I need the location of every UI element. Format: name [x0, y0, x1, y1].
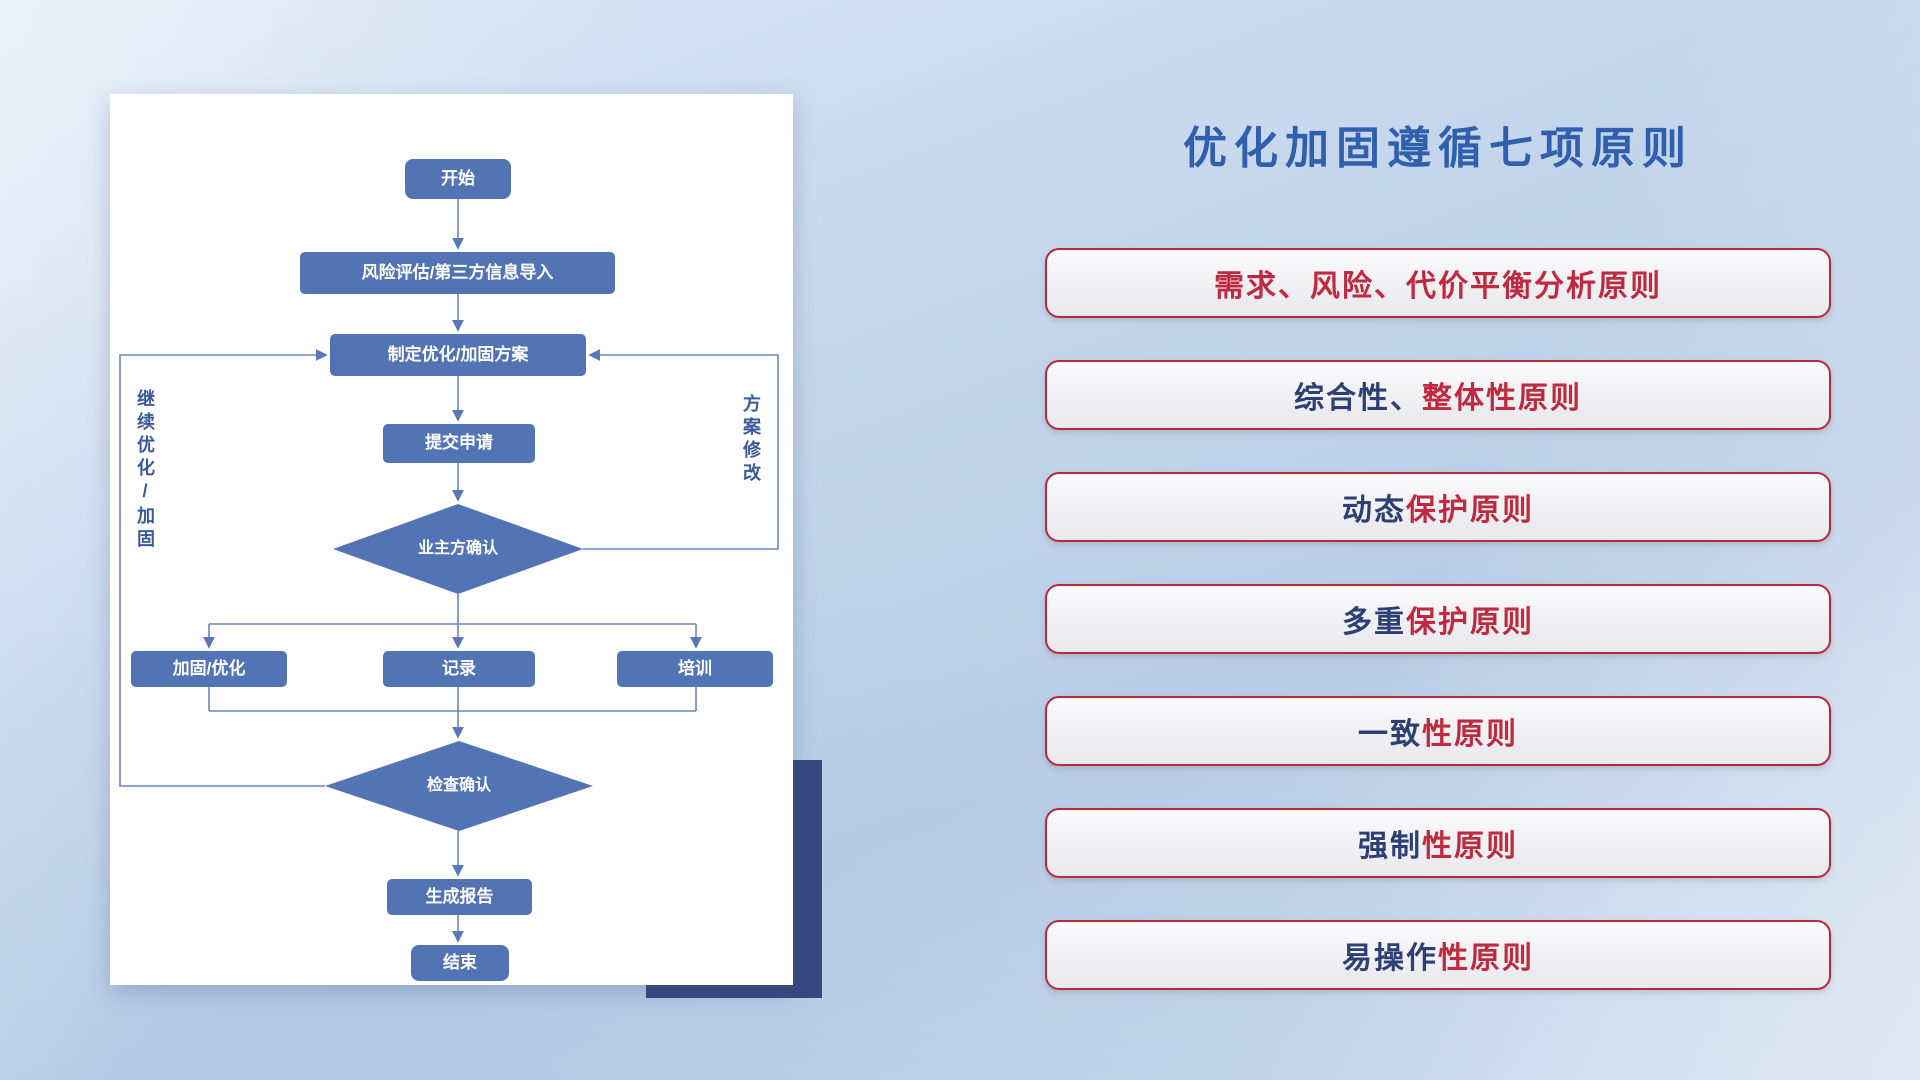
principle-box-2: 综合性、整体性原则 [1045, 360, 1831, 430]
principle-box-4: 多重保护原则 [1045, 584, 1831, 654]
flow-node-check-confirm: 检查确认 [325, 741, 593, 831]
edge-label-continue-optimize: 继续优化/加固 [135, 389, 155, 552]
flow-node-end: 结束 [411, 945, 509, 981]
principle-text: 易操作性原则 [1342, 942, 1534, 975]
edge-label-plan-revise: 方案修改 [741, 394, 761, 486]
flow-node-risk-import: 风险评估/第三方信息导入 [300, 252, 615, 294]
flow-node-owner-confirm: 业主方确认 [333, 504, 583, 594]
flow-node-start: 开始 [405, 159, 511, 199]
principle-box-7: 易操作性原则 [1045, 920, 1831, 990]
principle-box-3: 动态保护原则 [1045, 472, 1831, 542]
flow-node-record: 记录 [383, 651, 535, 687]
principle-text: 强制性原则 [1358, 830, 1518, 863]
principle-box-6: 强制性原则 [1045, 808, 1831, 878]
principle-text: 需求、风险、代价平衡分析原则 [1214, 270, 1662, 303]
principle-text: 动态保护原则 [1342, 494, 1534, 527]
principle-text: 一致性原则 [1358, 718, 1518, 751]
flowchart-card: 开始 风险评估/第三方信息导入 制定优化/加固方案 提交申请 业主方确认 加固/… [110, 94, 793, 985]
flow-node-report: 生成报告 [387, 879, 532, 915]
page-title: 优化加固遵循七项原则 [1183, 124, 1693, 173]
flow-node-reinforce: 加固/优化 [131, 651, 287, 687]
flow-node-submit: 提交申请 [383, 424, 535, 463]
flow-node-make-plan: 制定优化/加固方案 [330, 334, 586, 376]
principle-box-1: 需求、风险、代价平衡分析原则 [1045, 248, 1831, 318]
principle-text: 多重保护原则 [1342, 606, 1534, 639]
principle-text: 综合性、整体性原则 [1294, 382, 1582, 415]
principle-box-5: 一致性原则 [1045, 696, 1831, 766]
flow-node-train: 培训 [617, 651, 773, 687]
